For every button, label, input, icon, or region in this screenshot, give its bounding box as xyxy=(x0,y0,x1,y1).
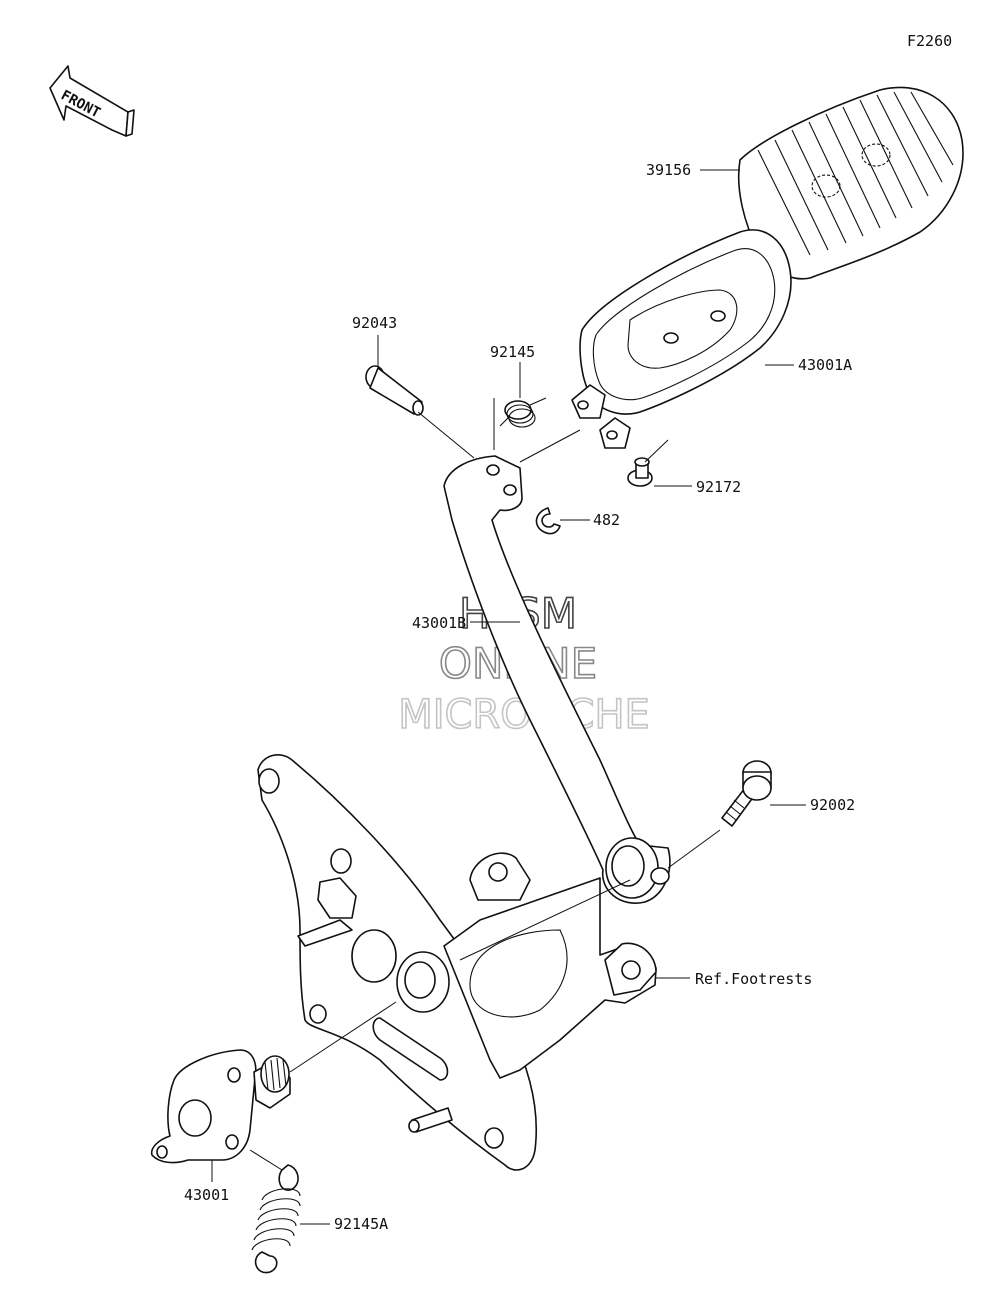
tension-spring xyxy=(251,1164,301,1274)
pad-screw xyxy=(627,457,653,487)
clevis-pin xyxy=(365,365,424,416)
label-92145: 92145 xyxy=(490,343,535,361)
label-43001A: 43001A xyxy=(798,356,852,374)
leader-lines xyxy=(211,169,806,1225)
label-92002: 92002 xyxy=(810,796,855,814)
footrest-bracket xyxy=(257,754,657,1171)
pedal-plate xyxy=(571,229,792,449)
pedal-pad-rubber xyxy=(737,86,964,280)
label-92043: 92043 xyxy=(352,314,397,332)
torsion-spring xyxy=(499,397,547,428)
pivot-bolt xyxy=(721,760,772,827)
pedal-arm xyxy=(443,455,671,904)
label-43001B: 43001B xyxy=(412,614,466,632)
shaft-lever xyxy=(150,1049,291,1164)
label-92145A: 92145A xyxy=(334,1215,388,1233)
figure-code: F2260 xyxy=(907,32,952,50)
label-43001: 43001 xyxy=(184,1186,229,1204)
e-clip xyxy=(535,507,561,535)
label-39156: 39156 xyxy=(646,161,691,179)
label-482: 482 xyxy=(593,511,620,529)
front-arrow-icon: FRONT xyxy=(49,65,135,137)
label-ref-footrests: Ref.Footrests xyxy=(695,970,812,988)
label-92172: 92172 xyxy=(696,478,741,496)
